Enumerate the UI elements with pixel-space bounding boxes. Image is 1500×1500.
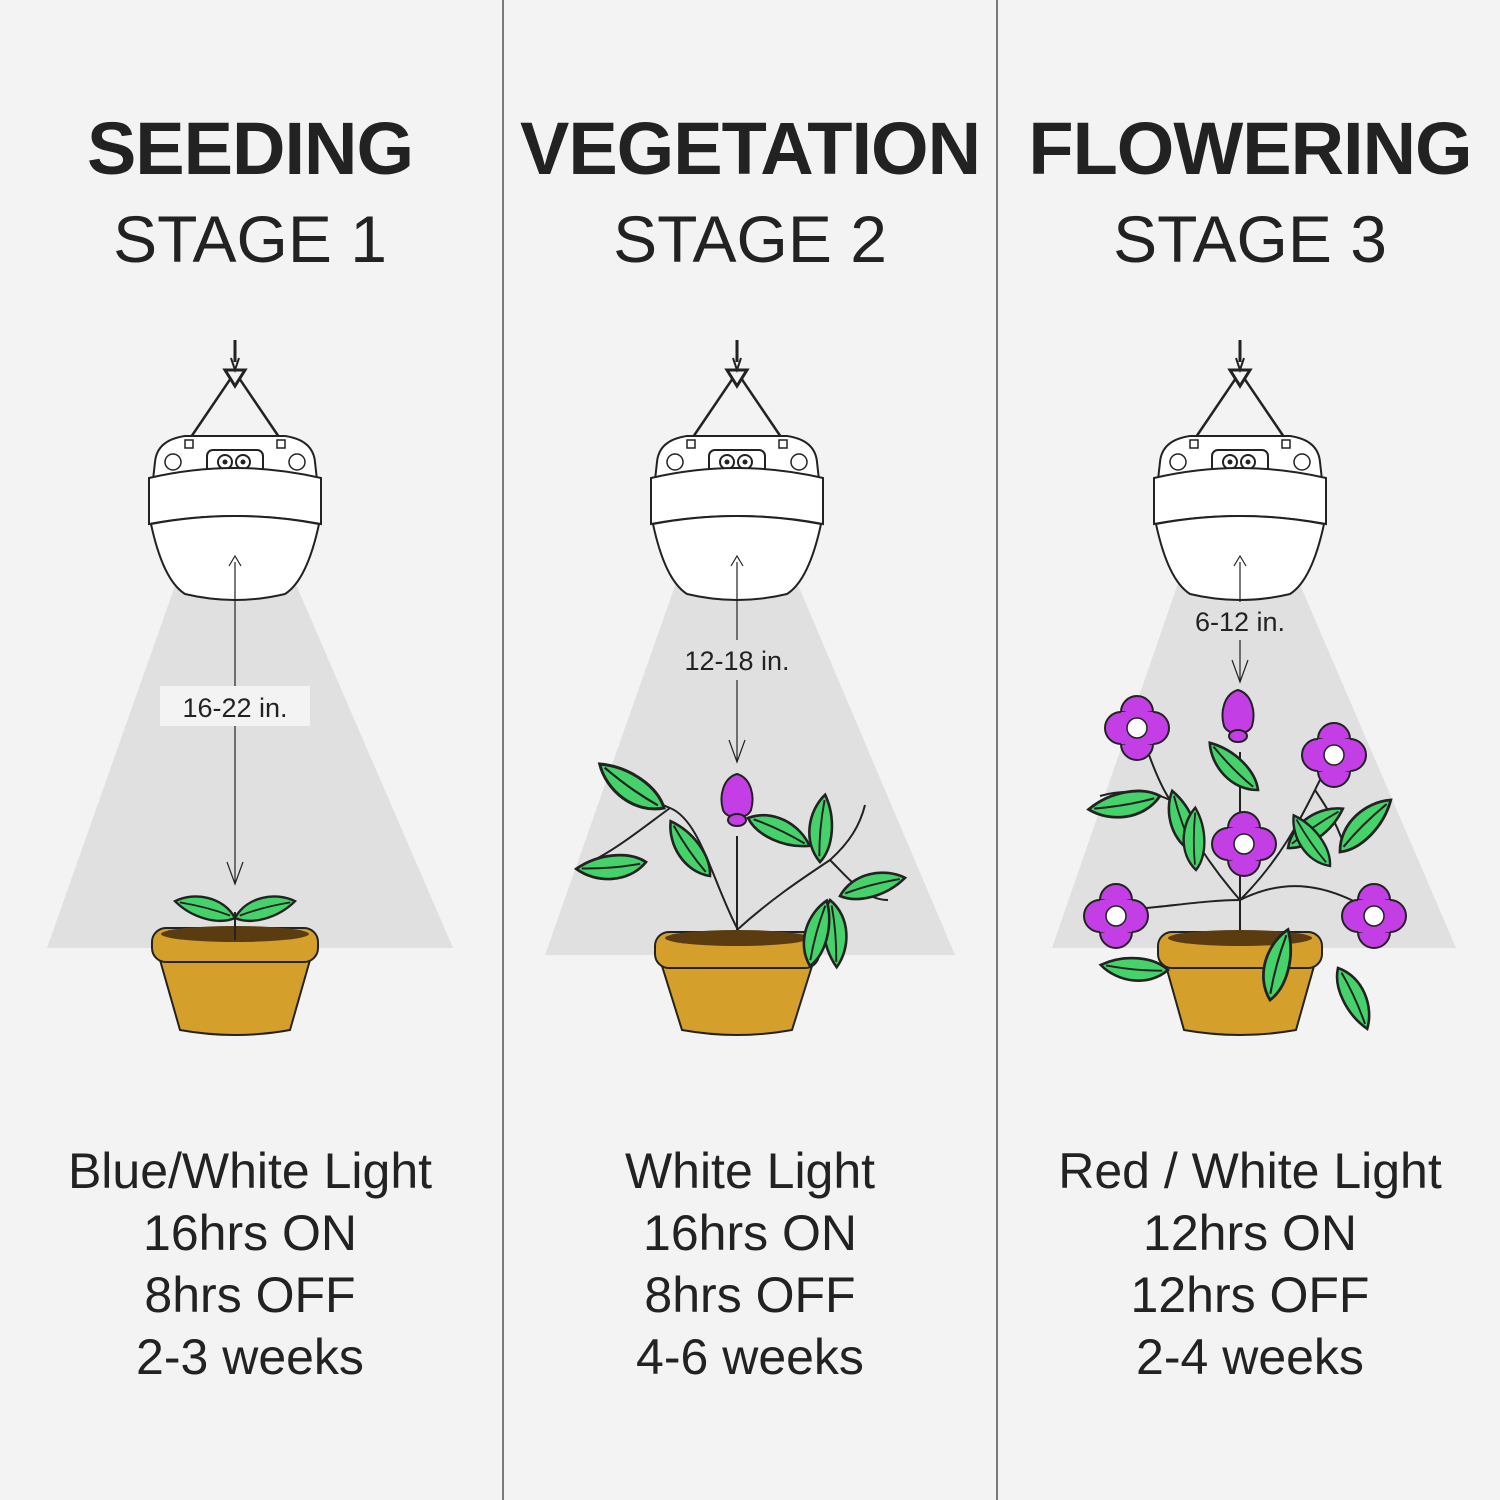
stage-number: STAGE 2	[613, 202, 887, 276]
column-divider	[996, 0, 998, 1500]
leaf	[1333, 962, 1374, 1034]
column-divider	[502, 0, 504, 1500]
stage-number: STAGE 3	[1113, 202, 1387, 276]
distance-label: 16-22 in.	[182, 693, 287, 723]
light-cone	[545, 566, 955, 955]
distance-arrow-head	[226, 861, 244, 886]
distance-arrow-head	[1231, 659, 1249, 684]
hours-off: 8hrs OFF	[644, 1267, 856, 1323]
hours-off: 12hrs OFF	[1130, 1267, 1370, 1323]
hours-on: 12hrs ON	[1143, 1205, 1357, 1261]
distance-arrow-head	[728, 739, 746, 764]
duration: 2-4 weeks	[1136, 1329, 1364, 1385]
hours-on: 16hrs ON	[643, 1205, 857, 1261]
grow-lamp-icon	[1152, 338, 1328, 602]
distance-label: 12-18 in.	[684, 646, 789, 676]
duration: 4-6 weeks	[636, 1329, 864, 1385]
light-type: Blue/White Light	[67, 1143, 433, 1199]
stage-specs: White Light 16hrs ON 8hrs OFF 4-6 weeks	[500, 1140, 1000, 1388]
grow-lamp-icon	[649, 338, 825, 602]
hours-on: 16hrs ON	[143, 1205, 357, 1261]
flower-pot	[660, 965, 814, 1036]
stage-column-flowering: 6-12 in.	[1000, 0, 1500, 1500]
duration: 2-3 weeks	[136, 1329, 364, 1385]
light-cone	[1052, 566, 1456, 948]
stage-title: VEGETATION	[519, 107, 981, 190]
stage-title: FLOWERING	[1028, 107, 1472, 190]
stage-specs: Blue/White Light 16hrs ON 8hrs OFF 2-3 w…	[0, 1140, 500, 1388]
stage-number: STAGE 1	[113, 202, 387, 276]
light-type: White Light	[624, 1143, 876, 1199]
hours-off: 8hrs OFF	[144, 1267, 356, 1323]
stage-title: SEEDING	[86, 107, 414, 190]
vegetation-illustration: 12-18 in.	[545, 338, 955, 1036]
stage-column-vegetation: 12-18 in. VEGETATION STAGE 2	[500, 0, 1000, 1500]
seeding-illustration: 16-22 in.	[47, 338, 453, 1036]
stage-specs: Red / White Light 12hrs ON 12hrs OFF 2-4…	[1000, 1140, 1500, 1388]
grow-lamp-icon	[147, 338, 323, 602]
stage-column-seeding: 16-22 in. SEEDING STAGE 1 Blue/White Lig…	[0, 0, 500, 1500]
light-cone	[47, 566, 453, 948]
distance-label: 6-12 in.	[1195, 607, 1285, 637]
flower-pot	[158, 959, 312, 1036]
flowering-illustration: 6-12 in.	[1052, 338, 1456, 1036]
flower-pot	[1164, 965, 1316, 1036]
light-type: Red / White Light	[1058, 1143, 1442, 1199]
